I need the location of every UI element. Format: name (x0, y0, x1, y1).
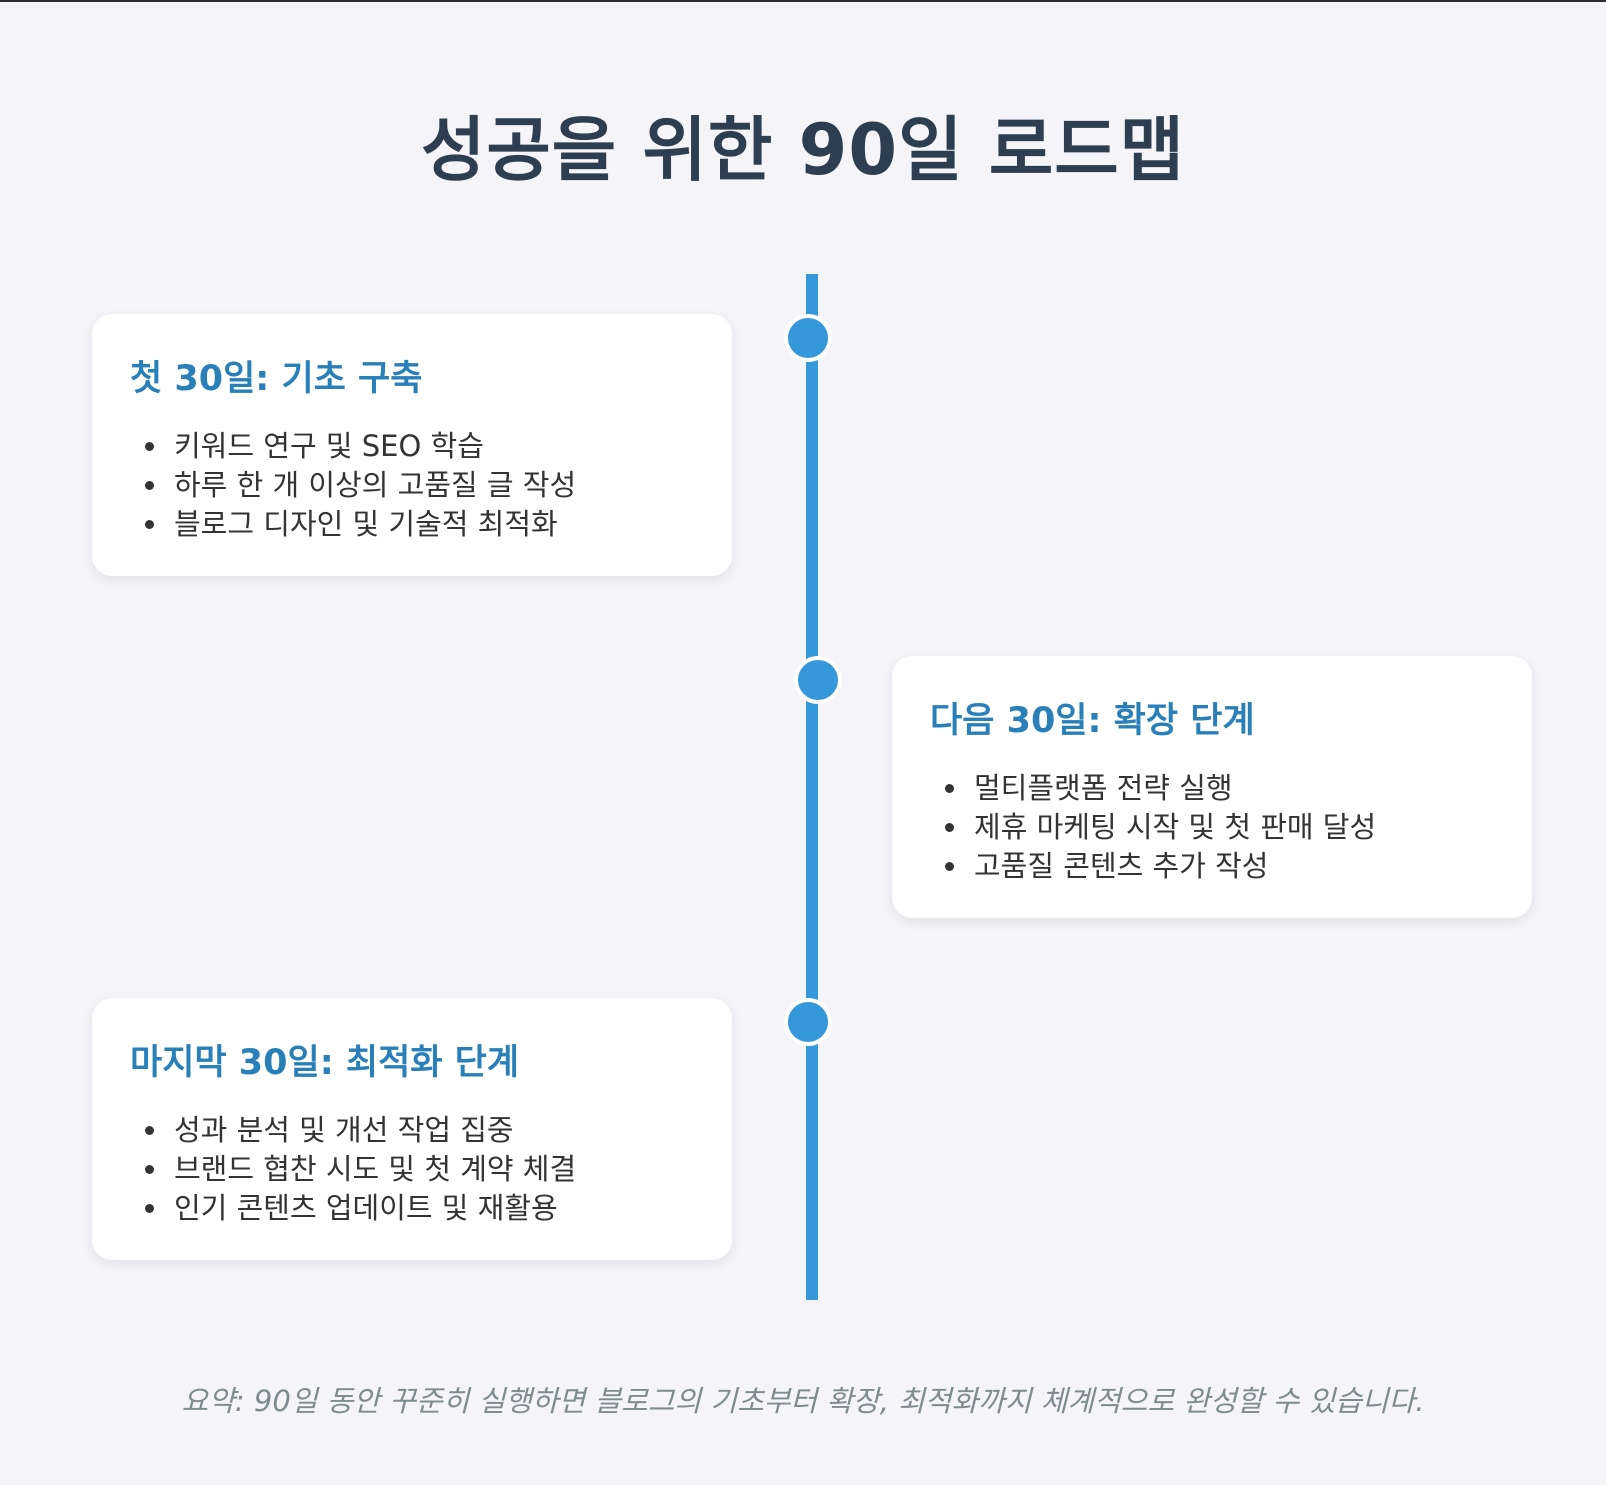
phase-title: 다음 30일: 확장 단계 (930, 701, 1255, 741)
phase-task: 인기 콘텐츠 업데이트 및 재활용 (170, 1189, 694, 1228)
phase-card-3: 마지막 30일: 최적화 단계 성과 분석 및 개선 작업 집중 브랜드 협찬 … (92, 998, 732, 1260)
phase-task: 브랜드 협찬 시도 및 첫 계약 체결 (170, 1150, 694, 1189)
timeline-node-2 (794, 656, 842, 704)
phase-task: 고품질 콘텐츠 추가 작성 (970, 847, 1494, 886)
phase-task-list: 멀티플랫폼 전략 실행 제휴 마케팅 시작 및 첫 판매 달성 고품질 콘텐츠 … (930, 769, 1494, 886)
phase-task-list: 키워드 연구 및 SEO 학습 하루 한 개 이상의 고품질 글 작성 블로그 … (130, 427, 694, 544)
phase-task: 멀티플랫폼 전략 실행 (970, 769, 1494, 808)
timeline-line (806, 274, 818, 1300)
timeline-node-1 (784, 314, 832, 362)
phase-task: 제휴 마케팅 시작 및 첫 판매 달성 (970, 808, 1494, 847)
phase-task: 하루 한 개 이상의 고품질 글 작성 (170, 466, 694, 505)
timeline-node-3 (784, 998, 832, 1046)
phase-task: 키워드 연구 및 SEO 학습 (170, 427, 694, 466)
phase-title: 마지막 30일: 최적화 단계 (130, 1043, 520, 1083)
summary-text: 요약: 90일 동안 꾸준히 실행하면 블로그의 기초부터 확장, 최적화까지 … (181, 1384, 1425, 1418)
phase-task: 성과 분석 및 개선 작업 집중 (170, 1111, 694, 1150)
phase-task: 블로그 디자인 및 기술적 최적화 (170, 505, 694, 544)
phase-title: 첫 30일: 기초 구축 (130, 359, 423, 399)
phase-task-list: 성과 분석 및 개선 작업 집중 브랜드 협찬 시도 및 첫 계약 체결 인기 … (130, 1111, 694, 1228)
phase-card-1: 첫 30일: 기초 구축 키워드 연구 및 SEO 학습 하루 한 개 이상의 … (92, 314, 732, 576)
phase-card-2: 다음 30일: 확장 단계 멀티플랫폼 전략 실행 제휴 마케팅 시작 및 첫 … (892, 656, 1532, 918)
page-title: 성공을 위한 90일 로드맵 (420, 109, 1186, 191)
